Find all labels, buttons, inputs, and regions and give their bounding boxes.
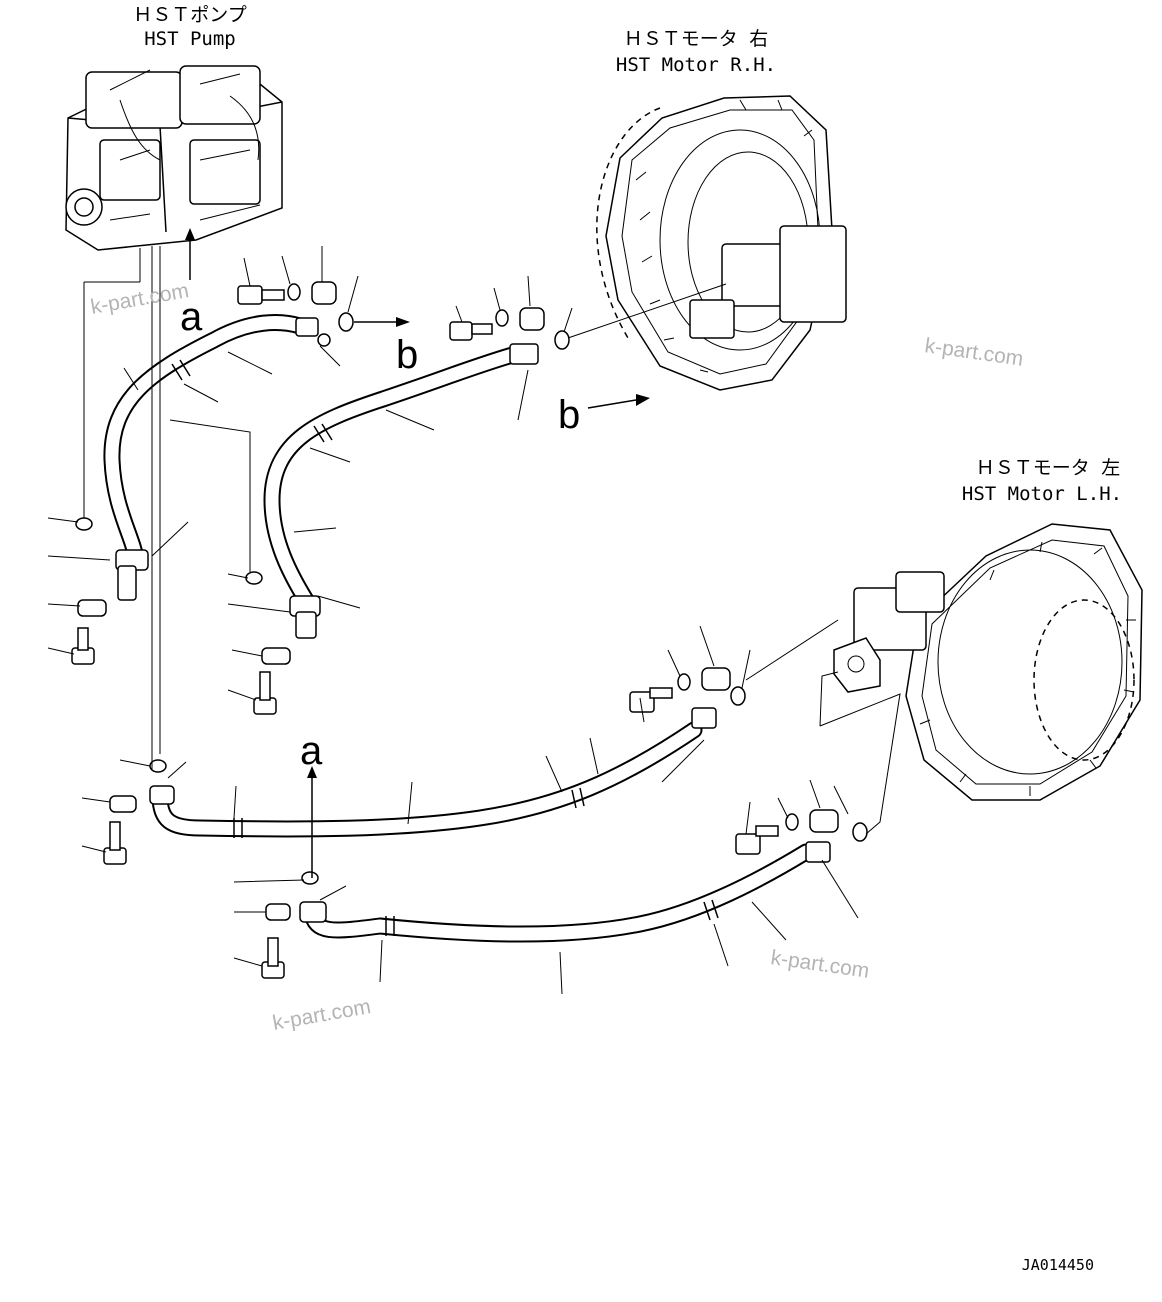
ref-letter-a-lower: a (300, 729, 323, 773)
reference-arrows (185, 228, 650, 878)
motor-lh-label-jp: ＨＳＴモータ 左 (976, 457, 1120, 479)
pump-label-jp: ＨＳＴポンプ (133, 4, 246, 26)
leader-lines (47, 246, 901, 995)
hst-motor-rh-drawing (596, 95, 847, 391)
hose-pump-upper-right (263, 345, 525, 609)
hst-motor-lh-drawing (833, 523, 1143, 801)
hose-lower-short (303, 843, 815, 943)
motor-rh-label-jp: ＨＳＴモータ 右 (624, 28, 768, 50)
drawing-code: JA014450 (1022, 1256, 1094, 1274)
hose-pump-upper-left (103, 314, 309, 569)
hst-pump-drawing (65, 65, 283, 251)
fittings (71, 281, 868, 979)
watermark-1: k-part.com (89, 279, 191, 319)
ref-letter-b-upper: b (396, 333, 418, 377)
motor-lh-label-en: HST Motor L.H. (962, 483, 1122, 505)
hose-lower-long (151, 721, 703, 838)
ref-letter-a-upper: a (180, 295, 203, 339)
pump-label-en: HST Pump (144, 28, 236, 50)
motor-rh-label-en: HST Motor R.H. (616, 54, 776, 76)
watermark-2: k-part.com (923, 334, 1024, 371)
watermark-4: k-part.com (271, 995, 373, 1035)
watermark-3: k-part.com (769, 946, 870, 983)
ref-letter-b-lower: b (558, 393, 580, 437)
